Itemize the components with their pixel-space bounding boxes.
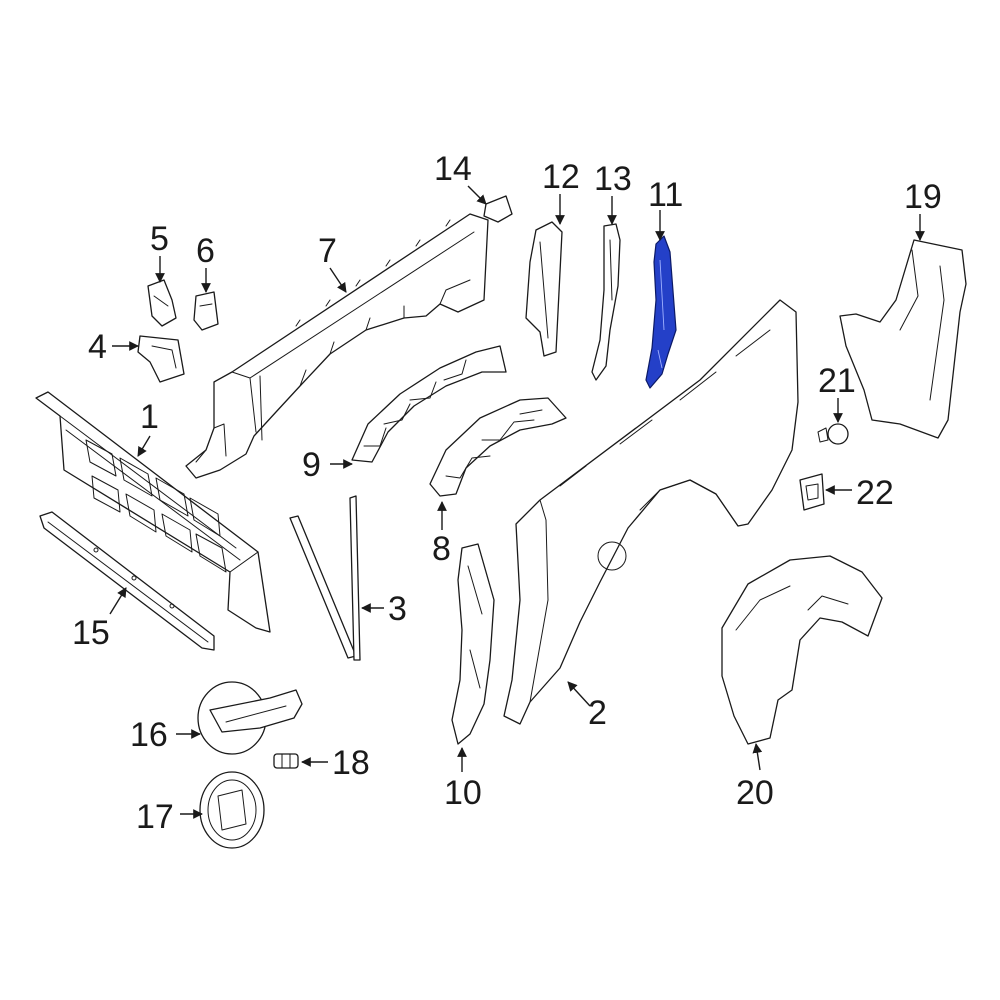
callout-13: 13 (594, 160, 632, 198)
part-17-fuel-door[interactable] (199, 771, 265, 849)
callout-1: 1 (140, 398, 159, 436)
leader-7 (329, 267, 347, 293)
callout-6: 6 (196, 232, 215, 270)
leader-15 (109, 587, 127, 615)
leader-lines (109, 185, 925, 819)
callout-17: 17 (136, 798, 174, 836)
part-1-front-panel[interactable] (35, 391, 271, 633)
callout-15: 15 (72, 614, 110, 652)
callout-12: 12 (542, 158, 580, 196)
callout-3: 3 (388, 590, 407, 628)
part-16-fuel-door-housing[interactable] (197, 681, 303, 755)
part-9-wheelhouse[interactable] (351, 345, 507, 463)
part-8-wheel-flare[interactable] (429, 397, 567, 497)
callout-22: 22 (856, 474, 894, 512)
callout-5: 5 (150, 220, 169, 258)
part-11-reinforcement[interactable] (645, 235, 677, 389)
callout-16: 16 (130, 716, 168, 754)
leader-2 (567, 681, 591, 707)
callout-14: 14 (434, 150, 472, 188)
part-4-bracket[interactable] (137, 335, 185, 383)
part-10-bracket[interactable] (451, 543, 495, 745)
part-15-sill-strip[interactable] (39, 511, 215, 651)
part-21-clip[interactable] (817, 423, 849, 445)
callout-8: 8 (432, 530, 451, 568)
part-19-rear-corner[interactable] (839, 239, 967, 439)
part-5-bracket[interactable] (147, 279, 177, 327)
part-20-inner-liner[interactable] (721, 555, 883, 745)
part-18-bolt[interactable] (273, 753, 299, 769)
callout-21: 21 (818, 362, 856, 400)
part-6-bracket[interactable] (193, 291, 219, 331)
part-3-weatherstrip[interactable] (289, 495, 361, 661)
callout-7: 7 (318, 232, 337, 270)
part-12-pillar[interactable] (525, 221, 563, 357)
part-11-fill (645, 235, 677, 389)
callout-4: 4 (88, 328, 107, 366)
part-22-grommet[interactable] (799, 473, 825, 511)
part-2-outer-bed-side[interactable] (503, 299, 799, 725)
callout-11: 11 (648, 176, 683, 214)
callout-19: 19 (904, 178, 942, 216)
leader-1 (137, 435, 151, 457)
callout-9: 9 (302, 446, 321, 484)
part-7-inner-panel[interactable] (185, 213, 489, 479)
callout-2: 2 (588, 694, 607, 732)
callout-labels: 1 2 3 4 5 6 7 8 9 10 11 12 13 14 15 16 1… (72, 150, 942, 836)
leader-20 (752, 743, 763, 771)
callout-10: 10 (444, 774, 482, 812)
leader-14 (467, 185, 487, 205)
part-13-pillar[interactable] (591, 223, 621, 381)
callout-18: 18 (332, 744, 370, 782)
callout-20: 20 (736, 774, 774, 812)
part-14-bracket[interactable] (483, 195, 513, 223)
